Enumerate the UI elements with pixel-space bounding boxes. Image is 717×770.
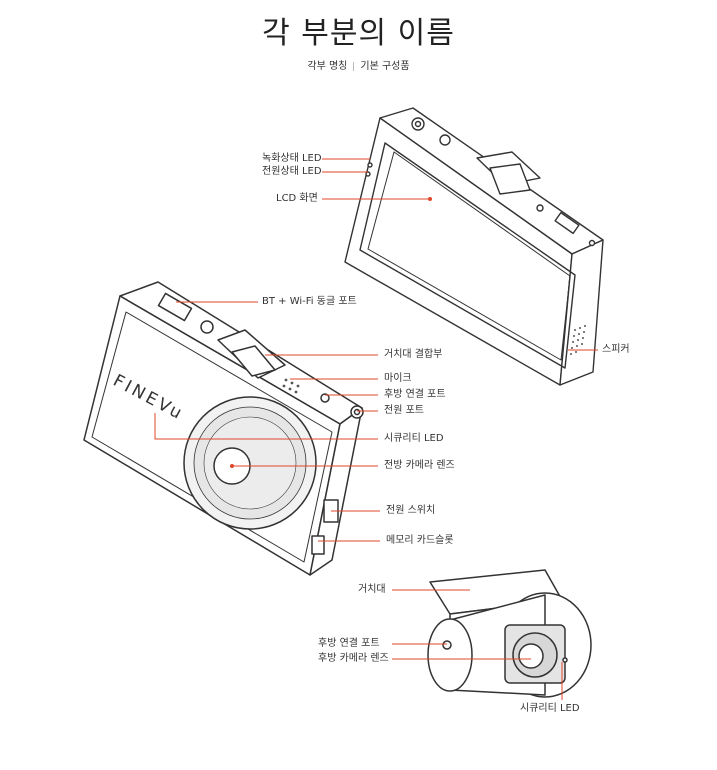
label-rear-mount: 거치대 — [358, 584, 386, 595]
leader-lcd-dot — [428, 197, 432, 201]
rear-security-led-icon — [562, 657, 568, 663]
mount-joint-latch — [231, 345, 276, 377]
label-security-led: 시큐리티 LED — [384, 433, 444, 444]
back-unit — [344, 107, 604, 386]
power-port-inner — [353, 408, 361, 416]
bt-wifi-port-icon — [157, 292, 193, 322]
front-bevel — [91, 311, 333, 563]
label-bt-wifi: BT + Wi-Fi 동글 포트 — [262, 296, 357, 307]
label-front-lens: 전방 카메라 렌즈 — [384, 460, 455, 471]
label-rear-cam-lens: 후방 카메라 렌즈 — [318, 653, 389, 664]
memory-slot-icon — [311, 535, 325, 555]
top-port-icon — [439, 134, 451, 146]
label-rear-security-led: 시큐리티 LED — [520, 703, 580, 714]
tab-divider — [353, 61, 355, 71]
leader-front-lens-dot — [230, 464, 234, 468]
label-lcd: LCD 화면 — [276, 193, 318, 204]
label-rec-led: 녹화상태 LED — [262, 153, 322, 164]
front-unit: FINEVu — [83, 281, 364, 576]
speaker-grille — [570, 325, 586, 355]
rec-led-icon — [367, 162, 373, 168]
label-speaker: 스피커 — [602, 344, 630, 355]
leader-security-led — [154, 413, 378, 440]
leader-lines — [154, 158, 598, 700]
tab-part-names[interactable]: 각부 명칭 — [307, 61, 348, 72]
label-power-switch: 전원 스위치 — [386, 505, 436, 516]
back-port-icon — [536, 204, 544, 212]
sub-navigation: 각부 명칭 기본 구성품 — [0, 57, 717, 72]
top-dial-icon — [200, 320, 214, 334]
label-power-led: 전원상태 LED — [262, 166, 322, 177]
back-mount-latch — [489, 163, 531, 195]
label-rear-port: 후방 연결 포트 — [384, 389, 446, 400]
label-mic: 마이크 — [384, 373, 412, 384]
back-slot — [554, 211, 580, 235]
mic-grille — [282, 378, 300, 394]
power-led-icon — [365, 171, 371, 177]
rear-camera — [427, 569, 592, 698]
top-button-inner — [414, 120, 422, 128]
lcd-bezel — [359, 142, 576, 369]
lcd-screen — [367, 151, 571, 361]
tab-components[interactable]: 기본 구성품 — [360, 61, 410, 72]
page-title: 각 부분의 이름 — [262, 16, 455, 51]
label-power-port: 전원 포트 — [384, 405, 424, 416]
label-memory-slot: 메모리 카드슬롯 — [386, 535, 454, 546]
back-screw-icon — [588, 239, 596, 247]
rear-cam-lens-icon — [518, 643, 544, 669]
rear-body-front — [427, 618, 473, 692]
rear-cam-port-icon — [442, 640, 452, 650]
label-mount-joint: 거치대 결합부 — [384, 349, 443, 360]
rear-port-icon — [320, 393, 330, 403]
label-rear-cam-port: 후방 연결 포트 — [318, 638, 380, 649]
